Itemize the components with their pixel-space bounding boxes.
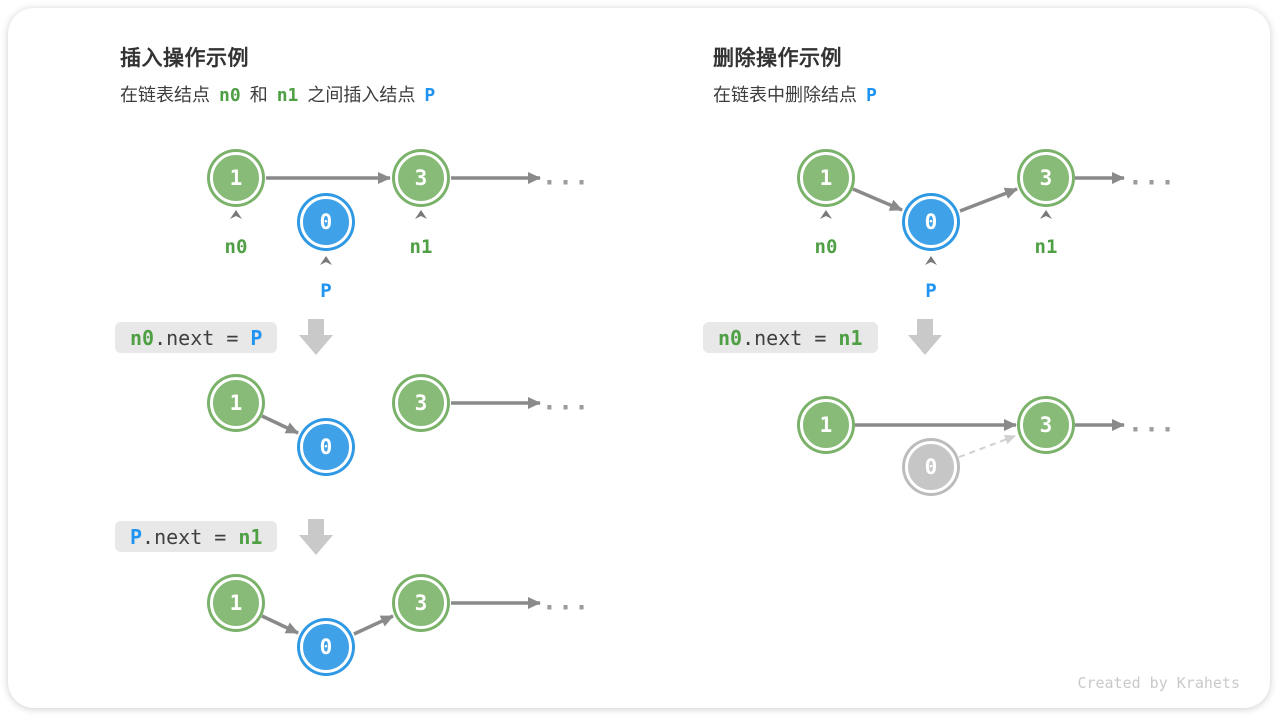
node-1: 1: [210, 377, 262, 429]
insert-title: 插入操作示例: [120, 47, 249, 70]
token-n1: n1: [276, 85, 299, 106]
step-down-arrow-icon: [299, 319, 333, 355]
node-value: 1: [819, 413, 833, 437]
ellipsis-dots: ...: [1127, 408, 1177, 438]
link-arrow: [261, 414, 299, 435]
node-1: 1: [210, 577, 262, 629]
code-lhs: n0: [718, 325, 743, 350]
pointer-caret-icon: [320, 256, 332, 265]
node-value: 0: [319, 210, 333, 234]
node-value: 1: [229, 391, 243, 415]
credit-text: Created by Krahets: [1077, 674, 1240, 692]
code-p-next-n1: P.next = n1: [115, 521, 278, 552]
ellipsis-dots: ...: [541, 386, 591, 416]
node-3: 3: [1020, 399, 1072, 451]
node-value: 3: [1039, 413, 1053, 437]
node-0: 0: [300, 421, 352, 473]
code-mid: .next =: [742, 325, 839, 350]
node-0: 0: [300, 621, 352, 673]
step-down-arrow-icon: [299, 519, 333, 555]
label-n1: n1: [1034, 236, 1058, 258]
node-value: 1: [819, 166, 833, 190]
code-rhs: P: [250, 325, 263, 350]
label-n0: n0: [224, 236, 248, 258]
node-value: 1: [229, 591, 243, 615]
ellipsis-dots: ...: [541, 161, 591, 191]
code-rhs: n1: [838, 325, 863, 350]
link-arrow: [353, 614, 394, 636]
pointer-caret-icon: [415, 210, 427, 219]
removed-link-dashed-arrow: [958, 434, 1016, 458]
node-3: 3: [395, 377, 447, 429]
code-rhs: n1: [238, 524, 263, 549]
insert-subtitle: 在链表结点 n0 和 n1 之间插入结点 P: [120, 81, 435, 107]
label-n1: n1: [409, 236, 433, 258]
link-arrow: [852, 187, 903, 212]
code-n0-next-p: n0.next = P: [115, 322, 278, 353]
delete-subtitle-text: 在链表中删除结点: [713, 85, 857, 105]
pointer-caret-icon: [230, 210, 242, 219]
code-mid: .next =: [154, 325, 251, 350]
token-p: P: [866, 85, 877, 106]
delete-subtitle: 在链表中删除结点 P: [713, 81, 877, 107]
code-n0-next-n1: n0.next = n1: [703, 322, 878, 353]
node-value: 3: [414, 591, 428, 615]
node-3: 3: [395, 152, 447, 204]
ellipsis-dots: ...: [541, 586, 591, 616]
node-0-removed: 0: [905, 441, 957, 493]
token-n0: n0: [219, 85, 241, 106]
node-value: 3: [414, 166, 428, 190]
code-lhs: n0: [130, 325, 155, 350]
node-value: 0: [319, 635, 333, 659]
label-p: P: [925, 280, 937, 302]
link-arrow: [959, 187, 1018, 213]
node-3: 3: [1020, 152, 1072, 204]
code-mid: .next =: [142, 524, 239, 549]
token-p: P: [424, 85, 436, 106]
node-value: 0: [319, 435, 333, 459]
node-value: 3: [1039, 166, 1053, 190]
insert-subtitle-text: 之间插入结点: [307, 85, 416, 105]
node-1: 1: [210, 152, 262, 204]
pointer-caret-icon: [820, 210, 832, 219]
insert-subtitle-text: 在链表结点: [120, 85, 210, 105]
delete-title: 删除操作示例: [713, 47, 842, 70]
link-arrow: [261, 614, 299, 635]
node-0: 0: [905, 196, 957, 248]
node-1: 1: [800, 152, 852, 204]
node-1: 1: [800, 399, 852, 451]
pointer-caret-icon: [925, 256, 937, 265]
node-0: 0: [300, 196, 352, 248]
insert-subtitle-text: 和: [249, 85, 268, 105]
ellipsis-dots: ...: [1127, 161, 1177, 191]
code-lhs: P: [130, 524, 143, 549]
node-value: 1: [229, 166, 243, 190]
label-n0: n0: [814, 236, 838, 258]
label-p: P: [320, 280, 332, 302]
node-3: 3: [395, 577, 447, 629]
node-value: 0: [924, 455, 938, 479]
node-value: 3: [414, 391, 428, 415]
step-down-arrow-icon: [908, 319, 942, 355]
pointer-caret-icon: [1040, 210, 1052, 219]
node-value: 0: [924, 210, 938, 234]
